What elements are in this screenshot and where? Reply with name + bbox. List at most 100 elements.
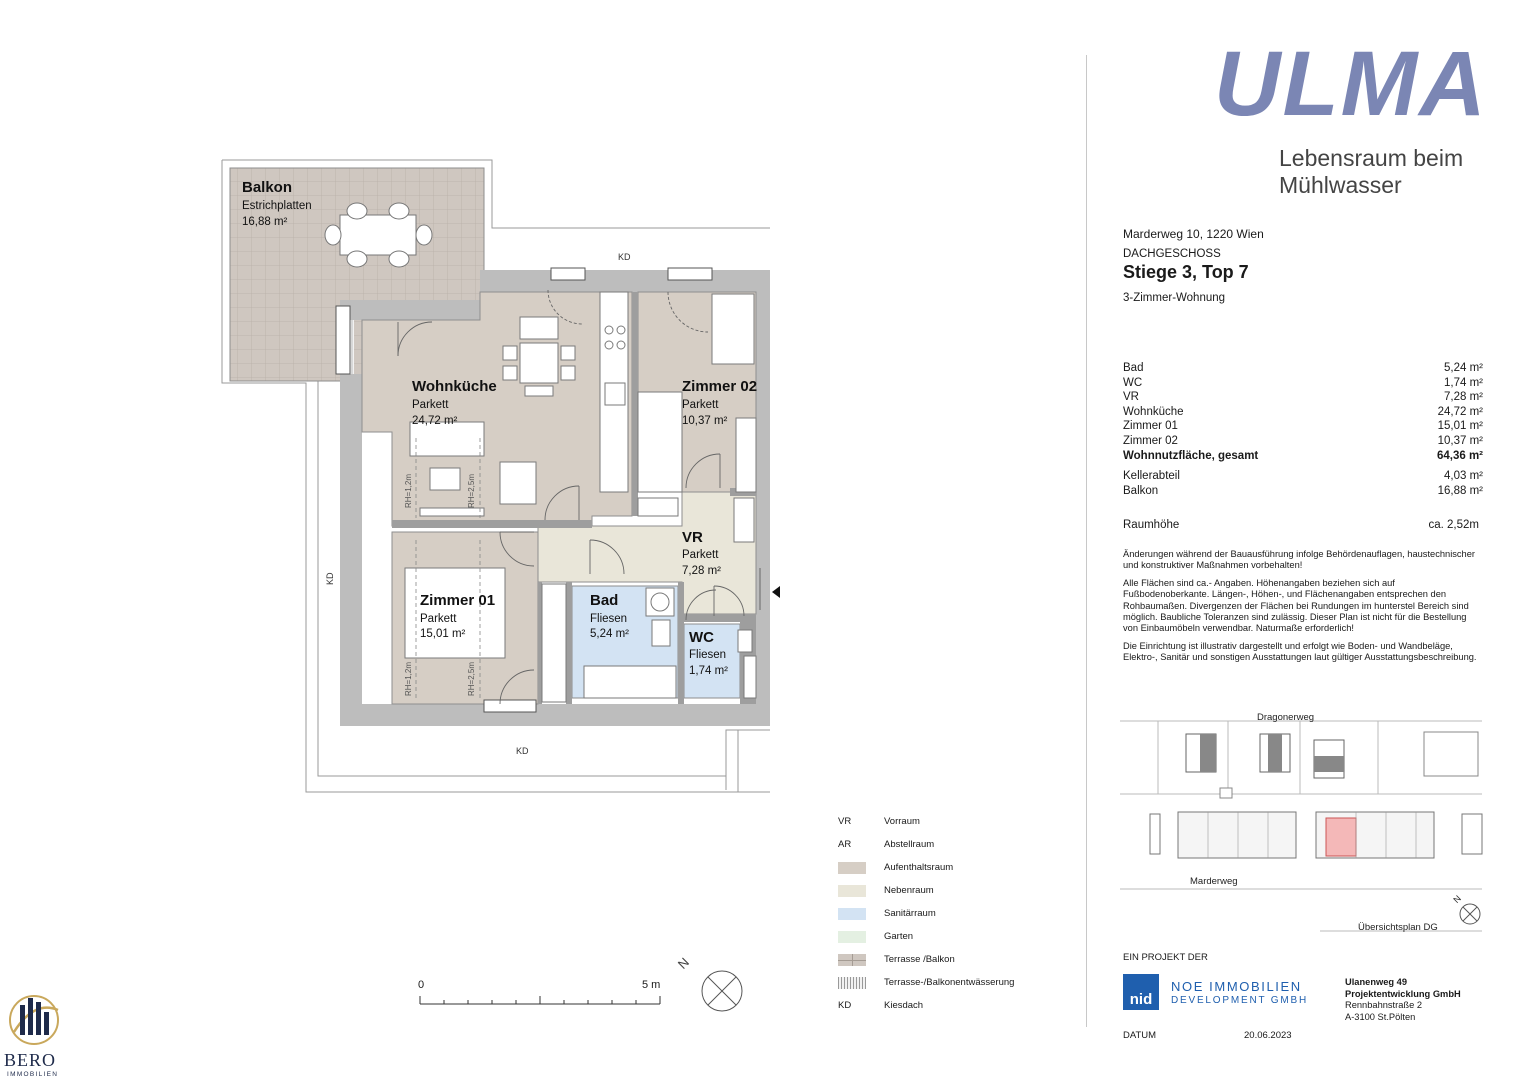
windows bbox=[335, 267, 713, 713]
wohnkueche-material: Parkett bbox=[412, 399, 449, 411]
zimmer01-area: 15,01 m² bbox=[420, 628, 466, 640]
wc-area: 1,74 m² bbox=[689, 665, 728, 677]
doors bbox=[397, 289, 745, 705]
zimmer02-material: Parkett bbox=[682, 399, 719, 411]
legend-swatch bbox=[838, 931, 866, 943]
scale-start: 0 bbox=[418, 979, 425, 991]
unit-title: Stiege 3, Top 7 bbox=[1123, 262, 1249, 282]
balkon-material: Estrichplatten bbox=[242, 200, 312, 212]
legend-abbr: AR bbox=[838, 839, 852, 850]
legend-row-kd: KD Kiesdach bbox=[836, 1000, 1056, 1014]
balkon-area-value: 16,88 m² bbox=[242, 216, 288, 228]
kd-label-bottom: KD bbox=[516, 746, 529, 756]
wc-material: Fliesen bbox=[689, 649, 726, 661]
ulma-logo: ULMA bbox=[1214, 33, 1488, 135]
project-by-label: EIN PROJEKT DER bbox=[1123, 952, 1208, 963]
legend-label: Garten bbox=[884, 931, 914, 942]
legend-label: Vorraum bbox=[884, 816, 920, 827]
legend-row-vr: VR Vorraum bbox=[836, 816, 1056, 830]
legend-abbr: KD bbox=[838, 1000, 852, 1011]
ceiling-height-lines bbox=[415, 438, 481, 700]
legend-row-drain: Terrasse-/Balkonentwässerung bbox=[836, 977, 1056, 991]
note-1: Änderungen während der Bauausführung inf… bbox=[1123, 549, 1475, 571]
apartment-type: 3-Zimmer-Wohnung bbox=[1123, 292, 1226, 304]
wc-title: WC bbox=[689, 629, 714, 646]
company-street: Rennbahnstraße 2 bbox=[1345, 1000, 1423, 1010]
developer-logo-line2: DEVELOPMENT GMBH bbox=[1171, 995, 1308, 1006]
legend-swatch bbox=[838, 885, 866, 897]
rh-label-2: RH=2,5m bbox=[467, 474, 476, 508]
project-tagline: Lebensraum beim Mühlwasser bbox=[1279, 145, 1499, 199]
rh-label-1: RH=1,2m bbox=[404, 474, 413, 508]
note-2: Alle Flächen sind ca.- Angaben. Höhenang… bbox=[1123, 577, 1469, 634]
date-label: DATUM bbox=[1123, 1030, 1157, 1041]
agent-logo-name: BERO bbox=[4, 1050, 57, 1070]
site-north-label: N bbox=[1451, 893, 1463, 905]
kiesdach-outline bbox=[221, 159, 770, 793]
vr-area: 7,28 m² bbox=[682, 565, 721, 577]
rh-label-3: RH=1,2m bbox=[404, 662, 413, 696]
scale-bar bbox=[419, 996, 661, 1005]
legend-swatch bbox=[838, 954, 866, 966]
vr-title: VR bbox=[682, 529, 703, 546]
legend-swatch bbox=[838, 862, 866, 874]
kd-label-top: KD bbox=[618, 252, 631, 262]
company-name-1: Ulanenweg 49 bbox=[1345, 977, 1408, 987]
zimmer02-title: Zimmer 02 bbox=[682, 378, 757, 395]
zimmer01-title: Zimmer 01 bbox=[420, 592, 495, 609]
north-arrow-icon bbox=[701, 970, 743, 1012]
exterior-walls bbox=[340, 270, 770, 726]
zimmer02-area: 10,37 m² bbox=[682, 415, 728, 427]
legend-row-garten: Garten bbox=[836, 931, 1056, 945]
vr-material: Parkett bbox=[682, 549, 719, 561]
site-plan-caption: Übersichtsplan DG bbox=[1358, 922, 1438, 933]
legend-row-aufenthalt: Aufenthaltsraum bbox=[836, 862, 1056, 876]
legend-abbr: VR bbox=[838, 816, 852, 827]
floor-label: DACHGESCHOSS bbox=[1123, 248, 1221, 260]
legend-swatch bbox=[838, 977, 866, 989]
bad-material: Fliesen bbox=[590, 613, 627, 625]
site-overview-plan: Dragonerweg Marderweg Übersichtsplan DG … bbox=[1120, 712, 1483, 933]
legend-row-sanitaer: Sanitärraum bbox=[836, 908, 1056, 922]
floor-plan: Balkon Estrichplatten 16,88 m² Wohnküche… bbox=[9, 159, 780, 1045]
north-label: N bbox=[675, 955, 692, 972]
agent-logo-sub: IMMOBILIEN bbox=[7, 1071, 59, 1078]
wohnkueche-title: Wohnküche bbox=[412, 378, 497, 395]
bero-logo-emblem bbox=[9, 995, 59, 1045]
tagline-line1: Lebensraum beim bbox=[1279, 145, 1464, 171]
company-city: A-3100 St.Pölten bbox=[1345, 1011, 1416, 1022]
legend-row-neben: Nebenraum bbox=[836, 885, 1056, 899]
legend-label: Kiesdach bbox=[884, 1000, 924, 1011]
note-3: Die Einrichtung ist illustrativ dargeste… bbox=[1123, 640, 1477, 663]
date-value: 20.06.2023 bbox=[1244, 1030, 1292, 1041]
bad-area: 5,24 m² bbox=[590, 628, 629, 640]
legend-row-balkon: Terrasse /Balkon bbox=[836, 954, 1056, 968]
panel-divider bbox=[1086, 55, 1087, 1027]
legend-label: Terrasse /Balkon bbox=[884, 954, 955, 965]
developer-logo-line1: NOE IMMOBILIEN bbox=[1171, 979, 1302, 994]
balkon-title: Balkon bbox=[242, 179, 292, 196]
legend-label: Terrasse-/Balkonentwässerung bbox=[884, 977, 1015, 988]
legend-label: Nebenraum bbox=[884, 885, 934, 896]
project-address: Marderweg 10, 1220 Wien bbox=[1123, 227, 1264, 241]
entrance-arrow bbox=[772, 586, 780, 598]
furniture bbox=[404, 291, 757, 703]
street-marderweg: Marderweg bbox=[1190, 876, 1238, 887]
street-dragonerweg: Dragonerweg bbox=[1257, 712, 1314, 723]
wohnkueche-area: 24,72 m² bbox=[412, 415, 458, 427]
legend-label: Aufenthaltsraum bbox=[884, 862, 954, 873]
legend-label: Abstellraum bbox=[884, 839, 935, 850]
company-address: Ulanenweg 49 Projektentwicklung GmbH Ren… bbox=[1345, 977, 1461, 1023]
zimmer01-material: Parkett bbox=[420, 613, 457, 625]
nid-logo-icon: nid bbox=[1123, 974, 1159, 1010]
